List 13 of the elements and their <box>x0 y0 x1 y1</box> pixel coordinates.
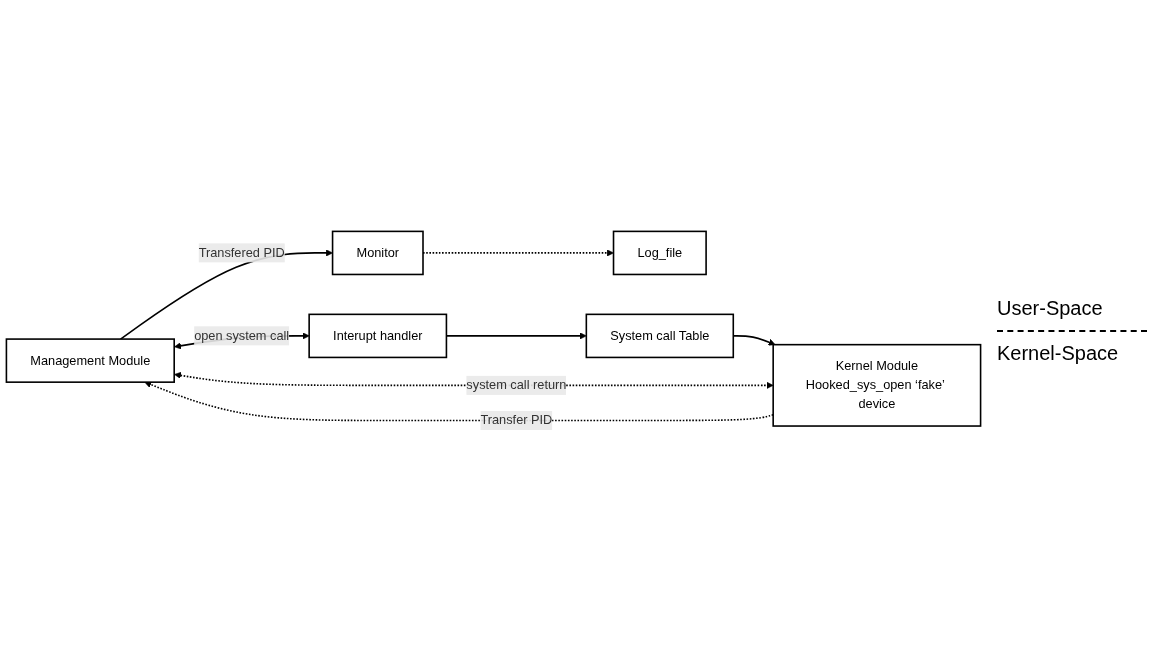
edge-label: Transfered PID <box>198 246 285 260</box>
space-label: Kernel-Space <box>997 341 1120 366</box>
edge-label: open system call <box>194 329 290 343</box>
edge-label: system call return <box>466 378 567 393</box>
node-box: Log_file <box>612 230 707 276</box>
node-box: Kernel Module Hooked_sys_open ‘fake’ device <box>772 344 982 428</box>
node-box: Management Module <box>5 338 175 384</box>
node-box: Interupt handler <box>308 313 448 359</box>
edge-label: Transfer PID <box>480 413 553 428</box>
arrow <box>144 381 774 422</box>
space-label: User-Space <box>997 296 1104 321</box>
node-box: System call Table <box>585 313 735 359</box>
node-box: Monitor <box>331 230 424 276</box>
